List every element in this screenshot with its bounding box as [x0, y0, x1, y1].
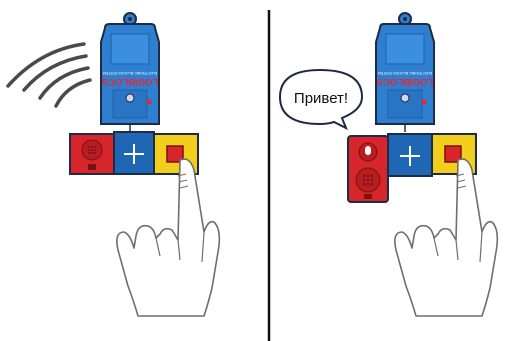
battery-block: LOGIBLOCS ELECTRONIC BLOCKS SYSTEM: [101, 13, 159, 132]
device-subtitle: ELECTRONIC BLOCKS SYSTEM: [378, 71, 433, 75]
voice-recorder-block: [348, 136, 388, 202]
connector-block: [114, 132, 154, 174]
device-subtitle: ELECTRONIC BLOCKS SYSTEM: [103, 71, 158, 75]
speech-text: Привет!: [294, 90, 348, 107]
hand-pressing-icon: [117, 159, 219, 316]
speech-bubble: Привет!: [280, 70, 362, 128]
device-brand: LOGIBLOCS: [102, 76, 158, 87]
battery-block: LOGIBLOCS ELECTRONIC BLOCKS SYSTEM: [376, 13, 434, 132]
hand-pressing-icon: [395, 159, 497, 316]
panel-left: LOGIBLOCS ELECTRONIC BLOCKS SYSTEM: [8, 13, 219, 316]
panel-right: Привет! LOGIBLOCS ELECTRONIC BLOCKS SYST…: [280, 13, 497, 316]
sound-waves-icon: [8, 44, 90, 106]
speaker-block: [70, 134, 114, 174]
device-brand: LOGIBLOCS: [377, 76, 433, 87]
connector-block: [388, 134, 432, 176]
